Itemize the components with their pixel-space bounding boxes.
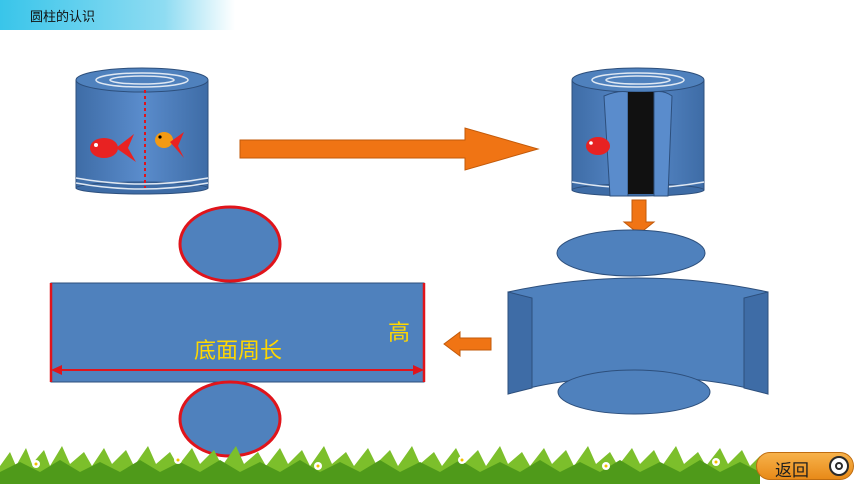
goldfish-icon (155, 132, 184, 158)
cylinder-cut (571, 67, 705, 197)
back-button[interactable]: 返回 (756, 452, 854, 481)
back-button-label: 返回 (775, 461, 809, 481)
arrow-right-icon (239, 127, 540, 171)
arrow-left-icon (443, 331, 492, 357)
height-label: 高 (388, 321, 410, 346)
magnifier-circle-icon (829, 456, 849, 476)
bottom-base-circle (178, 380, 282, 458)
page-title: 圆柱的认识 (30, 10, 96, 25)
goldfish-icon (586, 137, 610, 155)
grass-decoration (0, 446, 760, 484)
lateral-rectangle (50, 282, 425, 383)
title-bar: 圆柱的认识 (0, 0, 235, 30)
arrow-down-icon (622, 199, 656, 235)
goldfish-icon (90, 134, 136, 162)
perimeter-arrow (51, 365, 424, 375)
cylinder-whole (75, 67, 209, 195)
base-perimeter-label: 底面周长 (194, 339, 282, 364)
top-base-circle (178, 205, 282, 283)
unfolding-net (507, 229, 769, 415)
